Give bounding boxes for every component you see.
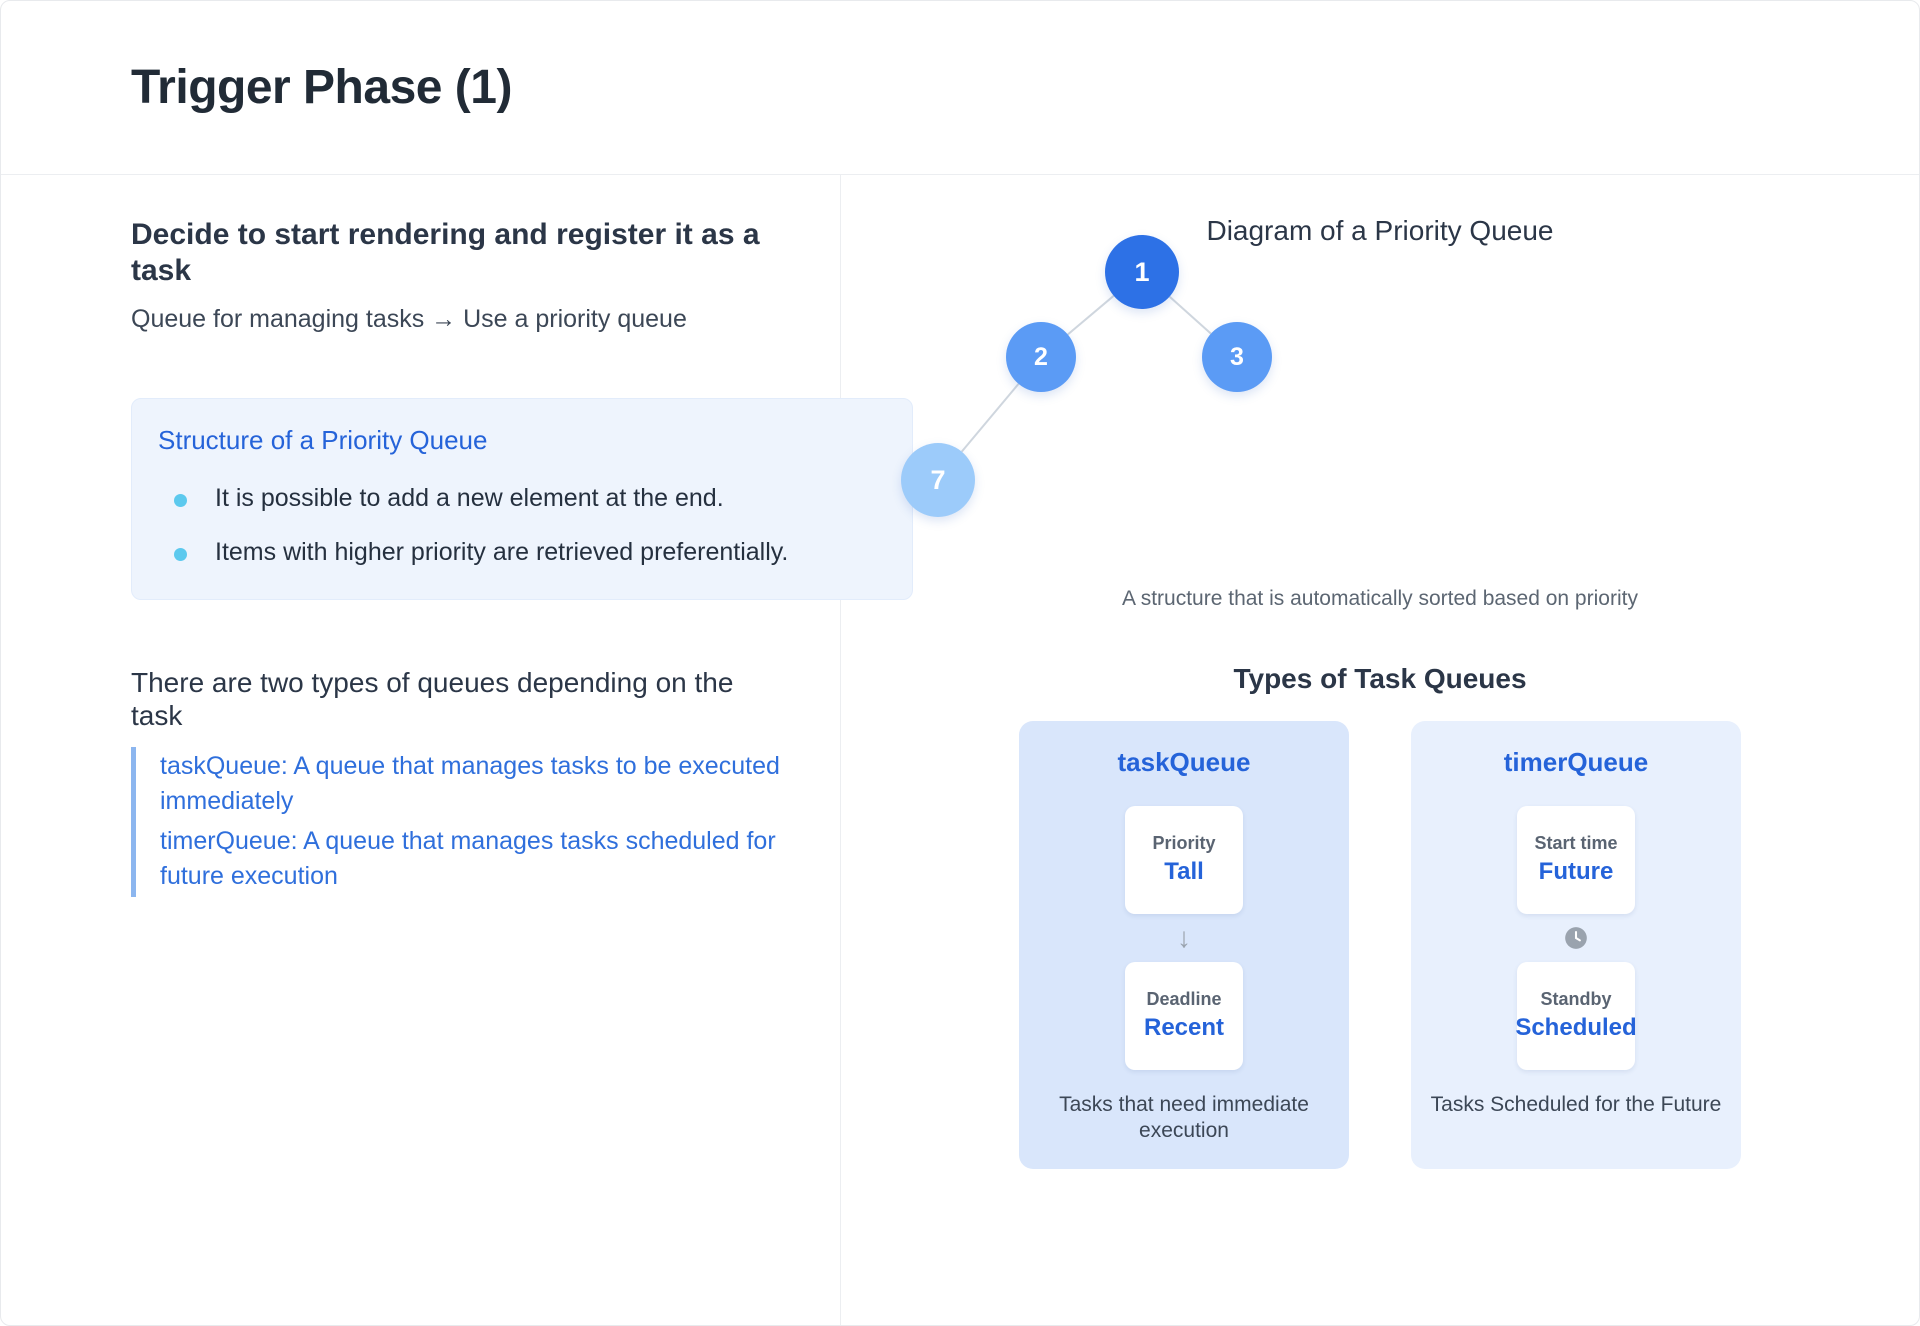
chip-label: Priority <box>1152 832 1216 853</box>
bullet-text: It is possible to add a new element at t… <box>215 483 724 512</box>
tree-node-2: 2 <box>1006 322 1076 392</box>
queue-card-taskqueue[interactable]: taskQueue Priority Tall ↓ Deadline Recen… <box>1019 721 1349 1169</box>
page-title: Trigger Phase (1) <box>131 61 512 114</box>
slide-body: Decide to start rendering and register i… <box>1 175 1919 1325</box>
chip-value: Scheduled <box>1515 1014 1637 1042</box>
queue-card-timerqueue[interactable]: timerQueue Start time Future Standby Sch… <box>1411 721 1741 1169</box>
queue-card-footnote: Tasks Scheduled for the Future <box>1430 1093 1722 1116</box>
chip-deadline: Deadline Recent <box>1125 962 1243 1070</box>
bullet-text: Items with higher priority are retrieved… <box>215 538 789 566</box>
chip-value: Recent <box>1143 1014 1225 1042</box>
left-column: Decide to start rendering and register i… <box>1 175 913 1325</box>
info-box-title: Structure of a Priority Queue <box>158 424 488 455</box>
queue-quote-list: taskQueue: A queue that manages tasks to… <box>131 746 780 897</box>
tree-edge <box>960 383 1020 453</box>
clock-icon-wrap <box>1563 914 1589 962</box>
queue-card-title: taskQueue <box>1117 747 1251 777</box>
list-item: taskQueue: A queue that manages tasks to… <box>131 746 780 822</box>
queue-types-title: Types of Task Queues <box>1233 663 1527 694</box>
tree-edge <box>1168 295 1212 335</box>
tree-edge <box>1067 295 1115 336</box>
tree-caption: A structure that is automatically sorted… <box>1122 587 1638 610</box>
slide-header: Trigger Phase (1) <box>1 1 1919 175</box>
down-arrow-icon: ↓ <box>1177 922 1191 953</box>
chip-start-time: Start time Future <box>1517 806 1635 914</box>
bullet-dot-icon <box>174 548 187 561</box>
list-item: timerQueue: A queue that manages tasks s… <box>131 821 780 897</box>
chip-label: Deadline <box>1146 988 1222 1009</box>
chip-standby: Standby Scheduled <box>1515 962 1637 1070</box>
chip-label: Standby <box>1540 988 1612 1009</box>
chip-priority: Priority Tall <box>1125 806 1243 914</box>
chip-value: Tall <box>1164 858 1204 886</box>
clock-icon <box>1565 927 1587 949</box>
queue-card-title: timerQueue <box>1503 747 1649 777</box>
tree-edges-svg <box>960 295 1212 453</box>
queue-types-heading: There are two types of queues depending … <box>131 666 734 732</box>
queue-cards: taskQueue Priority Tall ↓ Deadline Recen… <box>881 721 1879 1169</box>
queue-card-footnote: Tasks that need immediate execution <box>1059 1093 1309 1143</box>
list-item: It is possible to add a new element at t… <box>158 482 886 515</box>
tree-node-3: 3 <box>1202 322 1272 392</box>
chip-label: Start time <box>1534 832 1618 853</box>
quote-text-timerqueue: timerQueue: A queue that manages tasks s… <box>160 826 776 891</box>
lead-subtitle: Queue for managing tasks → Use a priorit… <box>131 305 687 333</box>
chip-value: Future <box>1538 858 1614 886</box>
lead-title: Decide to start rendering and register i… <box>131 218 760 287</box>
diagram-title: Diagram of a Priority Queue <box>1206 215 1554 246</box>
list-item: Items with higher priority are retrieved… <box>158 536 886 569</box>
tree-node-7: 7 <box>901 443 975 517</box>
tree-node-1: 1 <box>1105 235 1179 309</box>
bullet-dot-icon <box>174 493 187 507</box>
priority-queue-info-box: Structure of a Priority Queue It is poss… <box>131 397 913 600</box>
quote-text-taskqueue: taskQueue: A queue that manages tasks to… <box>160 751 780 816</box>
